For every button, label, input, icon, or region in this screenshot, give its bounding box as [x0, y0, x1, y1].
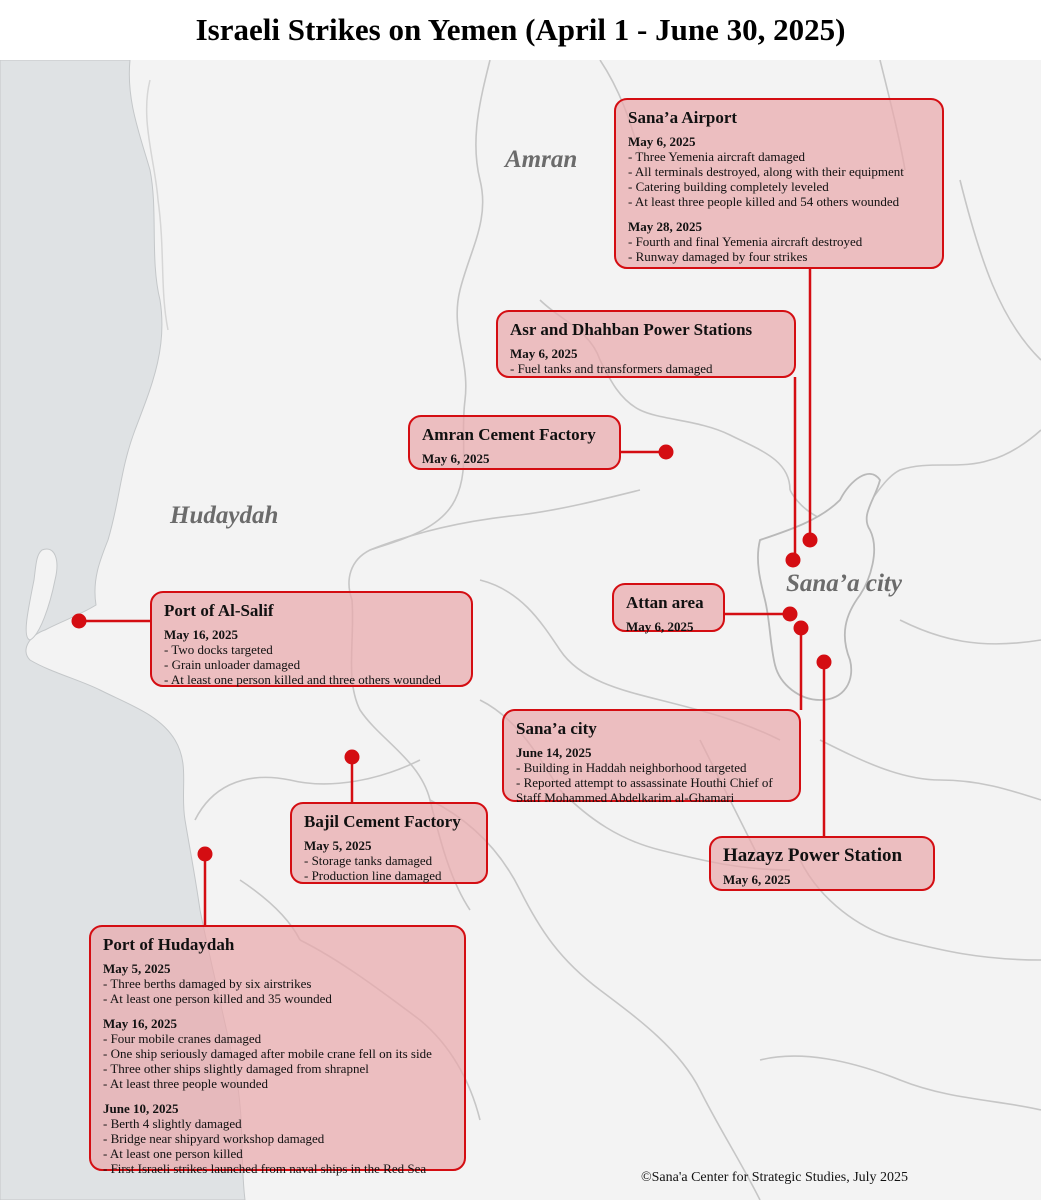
- strike-entry: May 16, 2025 - Two docks targeted - Grai…: [164, 627, 459, 687]
- callout-title: Hazayz Power Station: [723, 845, 903, 866]
- region-label-sanaa-city: Sana’a city: [786, 570, 902, 597]
- detail-line: - At least one person killed: [103, 1146, 243, 1161]
- strike-marker-port-salif: [71, 613, 87, 629]
- strike-date: June 14, 2025: [516, 745, 592, 760]
- strike-marker-attan: [782, 606, 798, 622]
- strike-marker-sanaa-city: [793, 620, 809, 636]
- strike-entry: June 10, 2025 - Berth 4 slightly damaged…: [103, 1101, 452, 1176]
- detail-line: - Fuel tanks and transformers damaged: [510, 361, 713, 376]
- detail-line: - Storage tanks damaged: [304, 853, 433, 868]
- detail-line: - Reported attempt to assassinate Houthi…: [516, 775, 773, 805]
- detail-line: - All terminals destroyed, along with th…: [628, 164, 904, 179]
- callout-title: Attan area: [626, 593, 704, 612]
- detail-line: - Two docks targeted: [164, 642, 273, 657]
- detail-line: - Three other ships slightly damaged fro…: [103, 1061, 369, 1076]
- strike-date: May 16, 2025: [103, 1016, 178, 1031]
- callout-title: Amran Cement Factory: [422, 425, 596, 444]
- strike-marker-amran-cement: [658, 444, 674, 460]
- detail-line: - Building in Haddah neighborhood target…: [516, 760, 747, 775]
- detail-line: - At least three people wounded: [103, 1076, 268, 1091]
- callout-port-of-hudaydah: Port of Hudaydah May 5, 2025 - Three ber…: [89, 925, 466, 1176]
- detail-line: - At least three people killed and 54 ot…: [628, 194, 900, 209]
- detail-line: - One ship seriously damaged after mobil…: [103, 1046, 432, 1061]
- leader-lines: [71, 268, 832, 926]
- sanaa-city-boundary: [757, 473, 881, 701]
- strike-date: May 5, 2025: [304, 838, 372, 853]
- callout-asr-dhahban-power: Asr and Dhahban Power Stations May 6, 20…: [496, 310, 796, 378]
- callout-title: Sana’a city: [516, 719, 597, 738]
- strike-entry: May 28, 2025 - Fourth and final Yemenia …: [628, 219, 930, 264]
- detail-line: - Four mobile cranes damaged: [103, 1031, 262, 1046]
- callout-sanaa-city: Sana’a city June 14, 2025 - Building in …: [502, 709, 801, 805]
- map-title: Israeli Strikes on Yemen (April 1 - June…: [195, 12, 846, 47]
- strike-marker-asr-dhahban: [785, 552, 801, 568]
- strike-marker-sanaa-airport: [802, 532, 818, 548]
- strike-date: May 5, 2025: [103, 961, 171, 976]
- detail-line: - Production line damaged: [304, 868, 442, 883]
- strike-date: May 16, 2025: [164, 627, 239, 642]
- strike-date: May 28, 2025: [628, 219, 703, 234]
- strike-entry: May 6, 2025 - Three Yemenia aircraft dam…: [628, 134, 930, 209]
- callout-title: Sana’a Airport: [628, 108, 738, 127]
- region-label-amran: Amran: [505, 146, 578, 173]
- detail-line: - Fourth and final Yemenia aircraft dest…: [628, 234, 863, 249]
- detail-line: - Berth 4 slightly damaged: [103, 1116, 242, 1131]
- detail-line: - Three berths damaged by six airstrikes: [103, 976, 312, 991]
- strike-entry: May 6, 2025 - Fuel tanks and transformer…: [510, 346, 782, 376]
- strike-entry: May 5, 2025 - Three berths damaged by si…: [103, 961, 452, 1006]
- map-canvas: Amran Hudaydah Sana’a city Sana’a Airpor…: [0, 60, 1041, 1200]
- detail-line: - Catering building completely leveled: [628, 179, 829, 194]
- callout-attan-area: Attan area May 6, 2025: [612, 583, 725, 634]
- strike-entry: May 16, 2025 - Four mobile cranes damage…: [103, 1016, 452, 1091]
- detail-line: - First Israeli strikes launched from na…: [103, 1161, 427, 1176]
- callout-bajil-cement-factory: Bajil Cement Factory May 5, 2025 - Stora…: [290, 802, 488, 884]
- coastal-road: [145, 79, 169, 331]
- callout-title: Bajil Cement Factory: [304, 812, 461, 831]
- strike-date: June 10, 2025: [103, 1101, 179, 1116]
- strike-marker-hazayz: [816, 654, 832, 670]
- detail-line: - Runway damaged by four strikes: [628, 249, 808, 264]
- callout-hazayz-power-station: Hazayz Power Station May 6, 2025: [709, 836, 935, 891]
- region-label-hudaydah: Hudaydah: [170, 502, 279, 529]
- strike-entry: June 14, 2025 - Building in Haddah neigh…: [516, 745, 787, 805]
- strike-date: May 6, 2025: [422, 451, 490, 466]
- source-credit: ©Sana'a Center for Strategic Studies, Ju…: [641, 1170, 909, 1185]
- strike-entry: May 5, 2025 - Storage tanks damaged - Pr…: [304, 838, 474, 883]
- callout-title: Asr and Dhahban Power Stations: [510, 320, 753, 339]
- strike-date: May 6, 2025: [723, 872, 791, 887]
- callout-title: Port of Hudaydah: [103, 935, 235, 954]
- callout-amran-cement-factory: Amran Cement Factory May 6, 2025: [408, 415, 621, 470]
- strike-marker-port-hudaydah: [197, 846, 213, 862]
- callout-port-al-salif: Port of Al-Salif May 16, 2025 - Two dock…: [150, 591, 473, 687]
- strike-date: May 6, 2025: [510, 346, 578, 361]
- detail-line: - At least one person killed and three o…: [164, 672, 441, 687]
- strike-marker-bajil-cement: [344, 749, 360, 765]
- kamaran-island: [25, 548, 58, 641]
- strike-date: May 6, 2025: [628, 134, 696, 149]
- detail-line: - Grain unloader damaged: [164, 657, 301, 672]
- detail-line: - At least one person killed and 35 woun…: [103, 991, 332, 1006]
- strike-date: May 6, 2025: [626, 619, 694, 634]
- callout-sanaa-airport: Sana’a Airport May 6, 2025 - Three Yemen…: [614, 98, 944, 269]
- detail-line: - Three Yemenia aircraft damaged: [628, 149, 805, 164]
- callout-title: Port of Al-Salif: [164, 601, 274, 620]
- detail-line: - Bridge near shipyard workshop damaged: [103, 1131, 325, 1146]
